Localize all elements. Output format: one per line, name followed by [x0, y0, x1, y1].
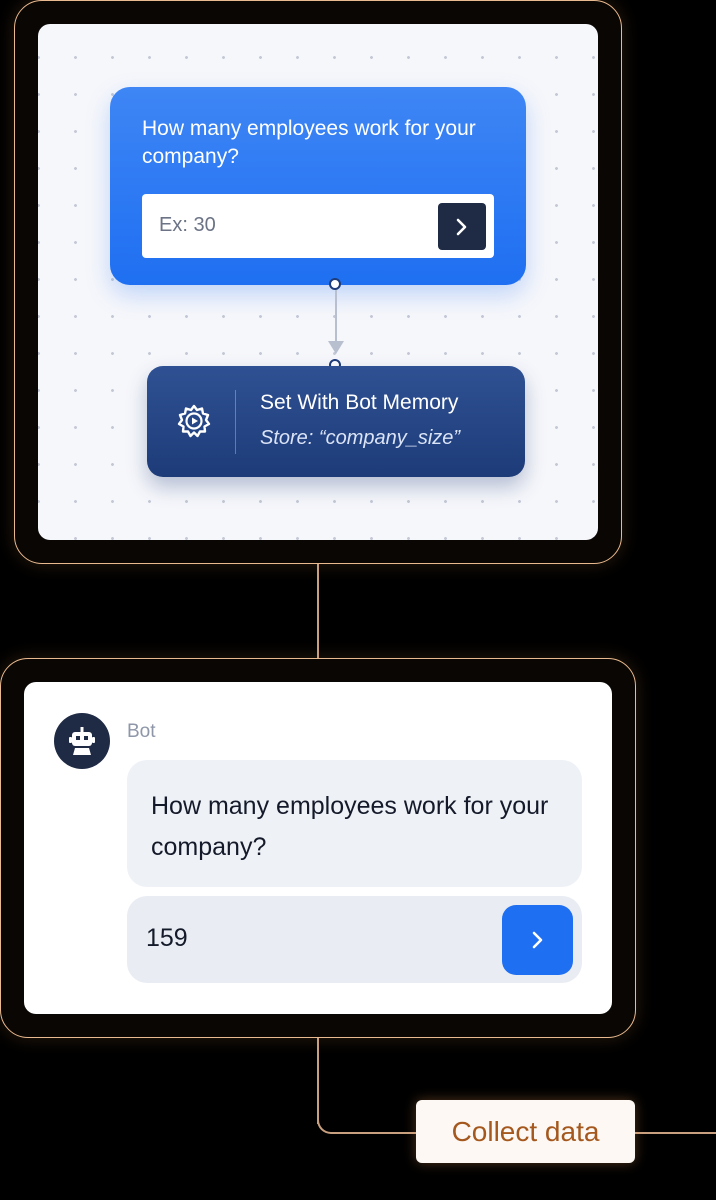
frame-connector-line	[317, 564, 319, 658]
input-placeholder: Ex: 30	[159, 214, 216, 236]
node-connector	[335, 286, 337, 346]
question-node-title: How many employees work for your company…	[142, 117, 476, 168]
message-bubble: How many employees work for your company…	[127, 760, 582, 887]
gear-play-icon	[177, 404, 211, 438]
answer-send-button[interactable]	[502, 905, 573, 975]
question-node-input[interactable]: Ex: 30	[142, 194, 494, 258]
question-send-button[interactable]	[438, 203, 486, 250]
message-text: How many employees work for your company…	[151, 792, 549, 861]
node-divider	[235, 390, 236, 454]
robot-icon	[69, 727, 95, 755]
bot-memory-subtitle: Store: “company_size”	[260, 427, 461, 449]
avatar	[54, 713, 110, 769]
chevron-right-icon	[456, 218, 467, 235]
bot-memory-title: Set With Bot Memory	[260, 391, 459, 414]
tag-connector-line	[317, 1038, 319, 1124]
answer-input[interactable]: 159	[127, 896, 582, 983]
chevron-right-icon	[532, 931, 542, 949]
sender-name: Bot	[127, 721, 156, 742]
bot-memory-node[interactable]: Set With Bot Memory Store: “company_size…	[147, 366, 525, 477]
tag-connector-tail	[630, 1132, 716, 1134]
output-port[interactable]	[329, 278, 341, 290]
chat-panel: Bot How many employees work for your com…	[24, 682, 612, 1014]
connector-arrowhead	[328, 341, 344, 354]
question-node[interactable]: How many employees work for your company…	[110, 87, 526, 285]
tag-connector-elbow	[317, 1110, 427, 1134]
answer-value[interactable]: 159	[146, 924, 188, 952]
collect-data-tag: Collect data	[416, 1100, 635, 1163]
